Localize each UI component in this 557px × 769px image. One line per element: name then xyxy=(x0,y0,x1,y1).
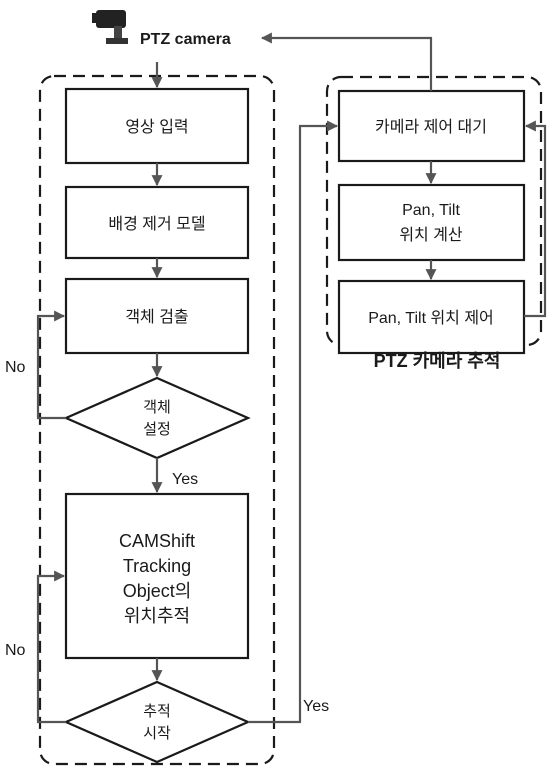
background-model-label: 배경 제거 모델 xyxy=(108,215,205,233)
camshift-label-3: Object의 xyxy=(123,581,192,601)
ptz-camera-label: PTZ camera xyxy=(140,31,231,48)
image-input-label: 영상 입력 xyxy=(125,118,188,136)
camera-wait-label: 카메라 제어 대기 xyxy=(375,118,487,136)
right-group-title: PTZ 카메라 추적 xyxy=(374,351,501,371)
no-label-1: No xyxy=(5,359,26,376)
camshift-label-4: 위치추적 xyxy=(124,606,190,626)
start-tracking-label-1: 추적 xyxy=(143,703,171,720)
calc-label-2: 위치 계산 xyxy=(399,226,463,244)
start-tracking-label-2: 시작 xyxy=(143,725,171,742)
camshift-box xyxy=(64,492,250,660)
no-label-2: No xyxy=(5,642,26,659)
loop-no-1 xyxy=(36,310,66,420)
calc-label-1: Pan, Tilt xyxy=(402,202,460,219)
camera-icon xyxy=(92,10,128,44)
arrow-yes-to-camera-wait xyxy=(248,120,339,724)
yes-label-2: Yes xyxy=(303,698,329,715)
object-setting-label-1: 객체 xyxy=(143,399,171,416)
object-detection-box xyxy=(64,277,250,355)
object-setting-decision xyxy=(63,376,251,460)
loop-no-2 xyxy=(36,570,66,724)
object-detection-label: 객체 검출 xyxy=(125,308,188,326)
start-tracking-decision xyxy=(63,680,251,764)
image-input-box xyxy=(64,87,250,165)
calc-box xyxy=(337,183,526,262)
control-label: Pan, Tilt 위치 제어 xyxy=(368,309,494,327)
yes-label-1: Yes xyxy=(172,471,198,488)
object-setting-label-2: 설정 xyxy=(143,421,171,438)
loop-control-to-wait xyxy=(524,120,547,318)
camshift-label-2: Tracking xyxy=(123,556,191,576)
background-model-box xyxy=(64,185,250,260)
arrow-to-ptz-camera xyxy=(260,32,433,91)
camera-wait-box xyxy=(337,89,526,163)
camshift-label-1: CAMShift xyxy=(119,531,195,551)
